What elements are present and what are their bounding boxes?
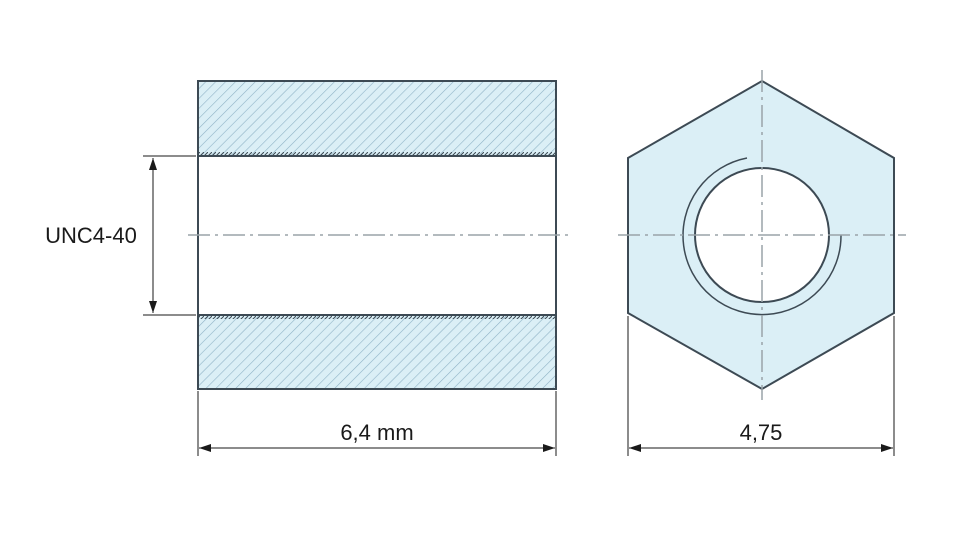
length-dimension: 6,4 mm: [197, 391, 557, 456]
top-wall-hatch: [198, 81, 556, 156]
side-view: [188, 80, 568, 390]
bottom-thread-marks: [198, 315, 556, 319]
width-dimension: 4,75: [627, 316, 895, 456]
thread-dimension: UNC4-40: [45, 155, 196, 316]
bottom-wall-hatch: [198, 315, 556, 389]
end-view: [618, 70, 906, 400]
length-label: 6,4 mm: [340, 420, 413, 445]
top-thread-marks: [198, 152, 556, 156]
width-label: 4,75: [740, 420, 783, 445]
thread-label: UNC4-40: [45, 223, 137, 248]
thread-arc: [682, 157, 842, 316]
